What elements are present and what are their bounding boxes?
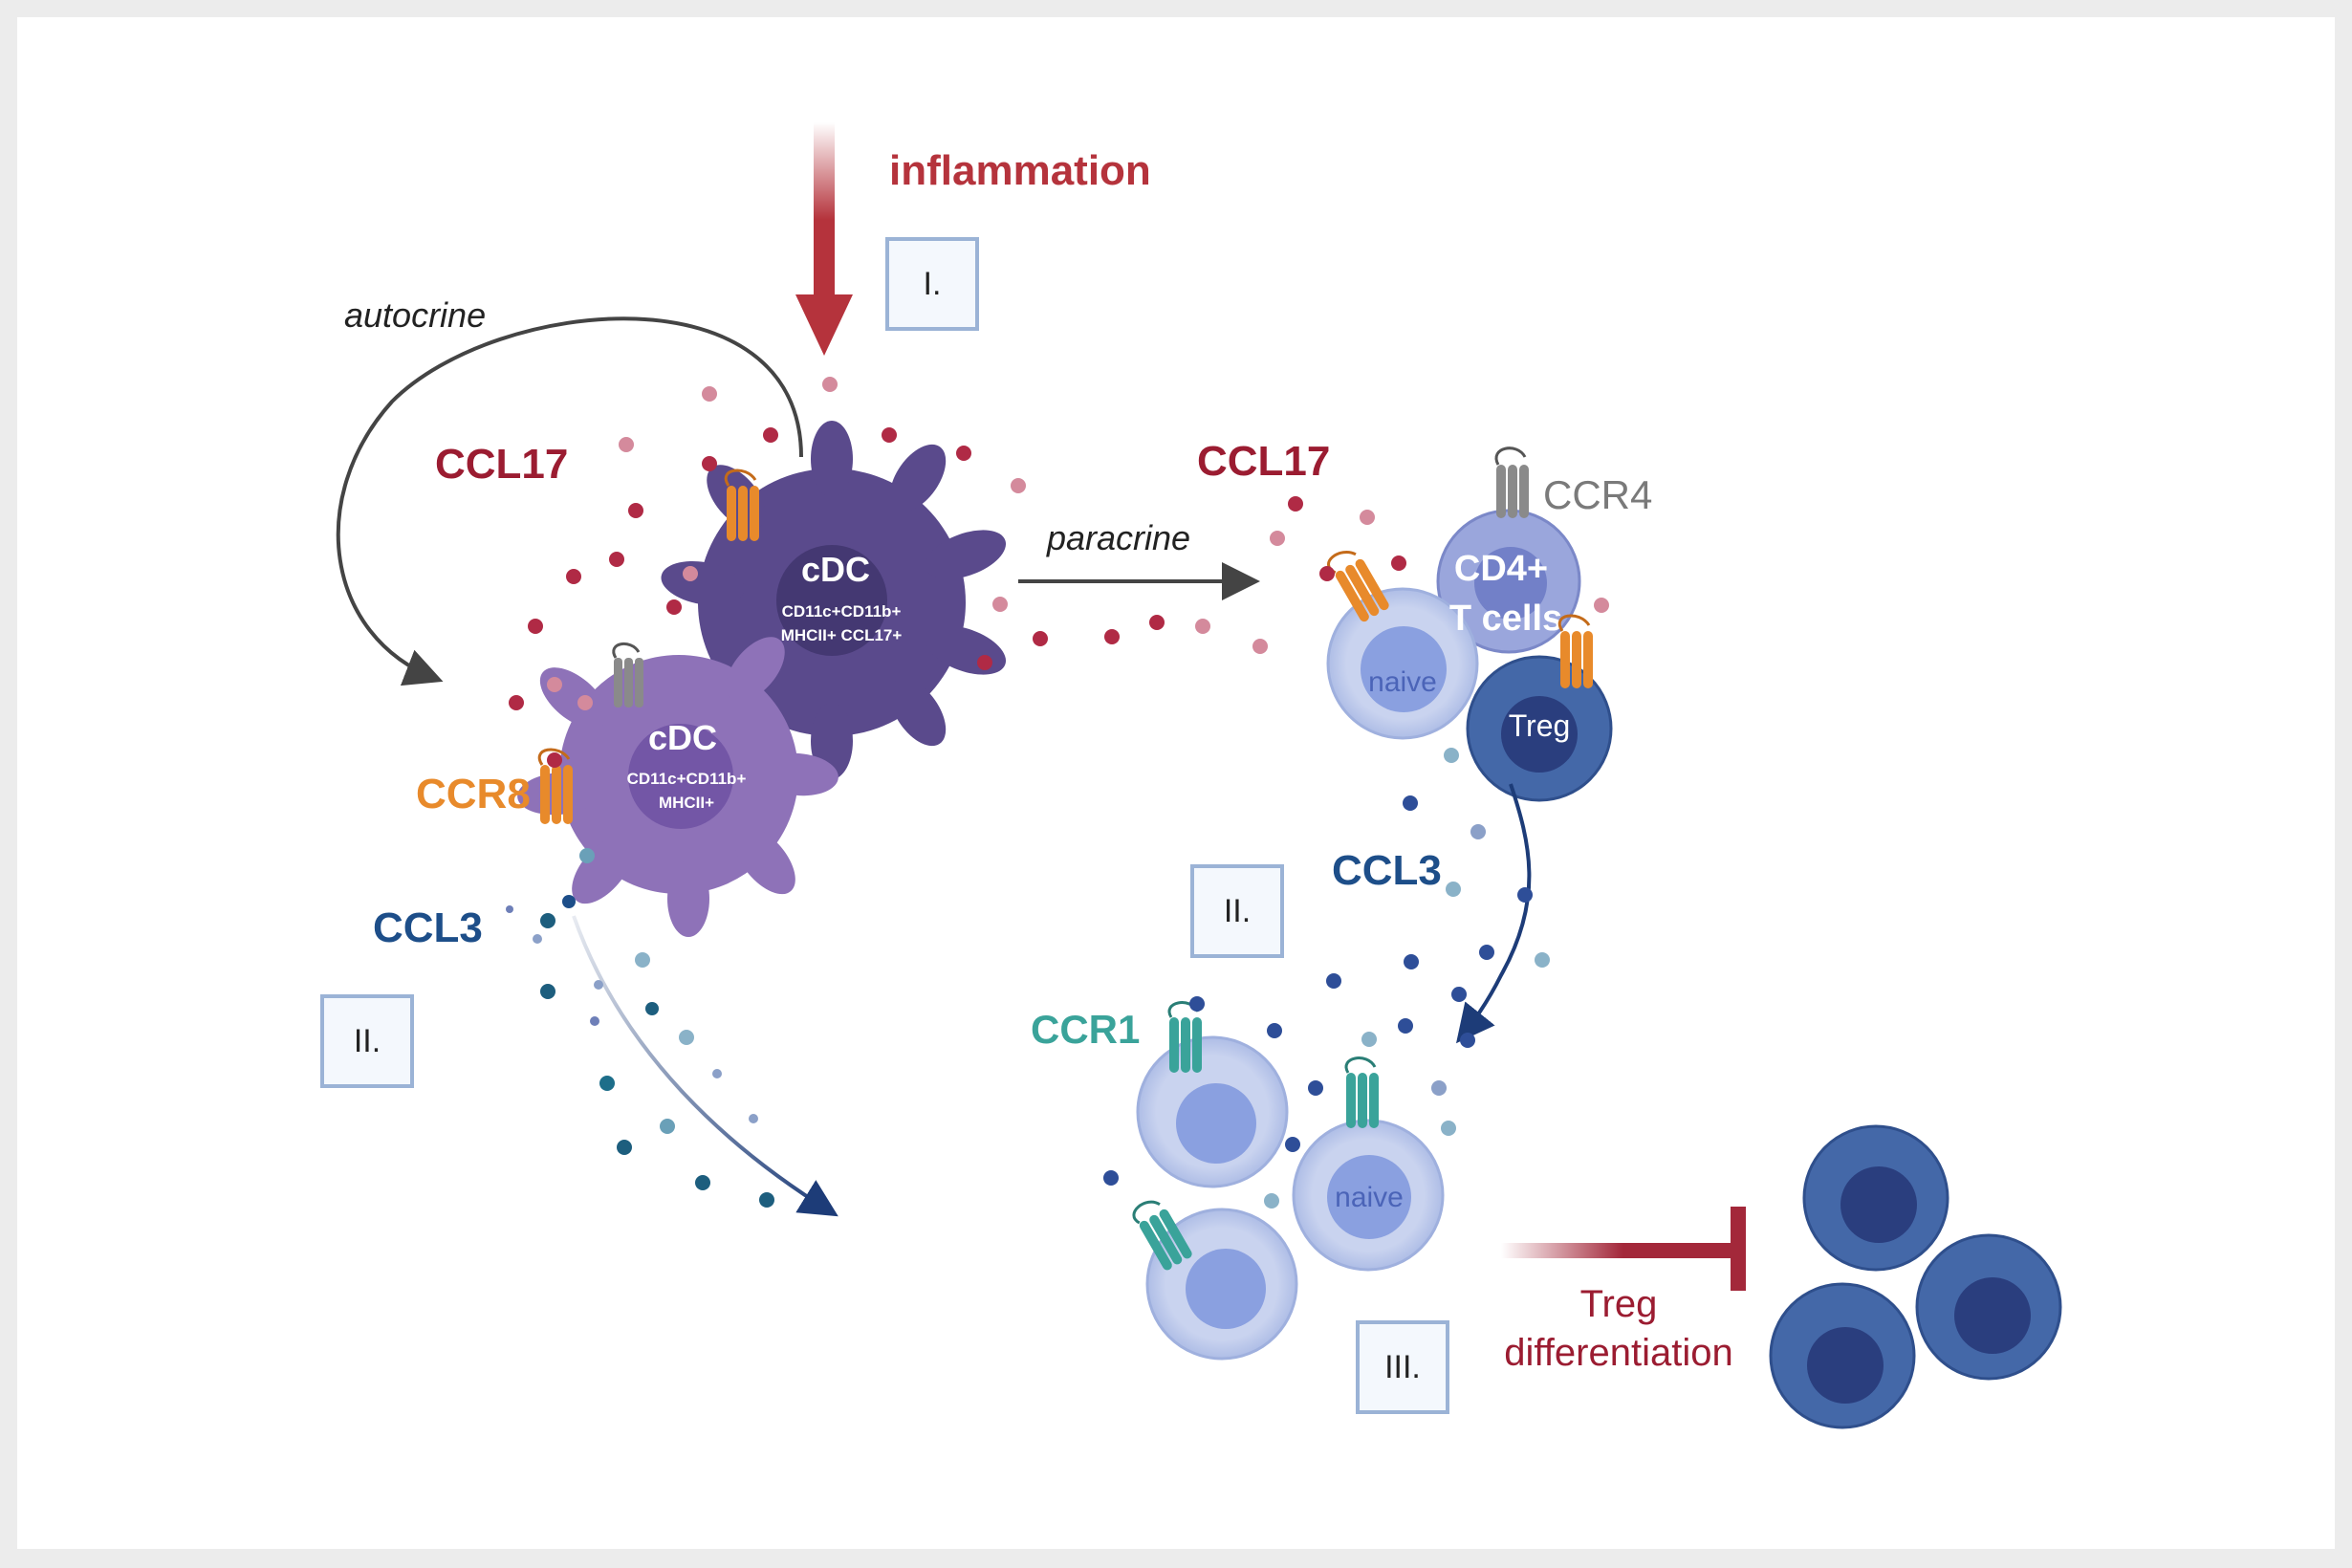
ccl3-dots-right bbox=[1103, 748, 1550, 1209]
ccl17-left-label: CCL17 bbox=[435, 441, 568, 488]
ccr4-label: CCR4 bbox=[1543, 472, 1652, 517]
inflammation-label: inflammation bbox=[889, 147, 1151, 194]
treg-cell-b bbox=[1915, 1233, 2062, 1381]
treg-cell-c bbox=[1769, 1282, 1916, 1429]
paracrine-label: paracrine bbox=[1046, 518, 1190, 557]
ccr4-receptor-icon-cdc bbox=[612, 642, 643, 708]
autocrine-label: autocrine bbox=[344, 295, 486, 335]
ccl3-right-label: CCL3 bbox=[1332, 847, 1442, 894]
ccr8-receptor-icon-bottom bbox=[537, 748, 573, 824]
cdc-top-markers-1: CD11c+CD11b+ bbox=[782, 602, 902, 621]
naive-bottom-label: naive bbox=[1335, 1182, 1404, 1213]
ccl3-right-arrow bbox=[1456, 783, 1532, 1044]
cd4-t-cell bbox=[1436, 509, 1581, 654]
step-2-right-label: II. bbox=[1224, 893, 1251, 929]
ccr8-receptor-icon-top bbox=[724, 468, 759, 541]
treg-cell: Treg bbox=[1466, 655, 1613, 802]
naive-top-label: naive bbox=[1368, 666, 1437, 698]
step-box-2-left: II. bbox=[320, 994, 414, 1088]
treg-label: Treg bbox=[1509, 708, 1571, 743]
ccr8-receptor-icon-treg bbox=[1557, 614, 1593, 688]
ccr8-label: CCR8 bbox=[416, 771, 531, 817]
naive-t-cell-top: naive bbox=[1326, 587, 1479, 740]
autocrine-arrow bbox=[336, 316, 803, 686]
cdc-bottom-markers-1: CD11c+CD11b+ bbox=[627, 770, 747, 788]
ccl3-dots-left bbox=[506, 848, 774, 1208]
ccl17-dots-right bbox=[1033, 496, 1609, 654]
cdc-cell-bottom: cDC CD11c+CD11b+ MHCII+ bbox=[517, 637, 838, 937]
treg-diff-label-2: differentiation bbox=[1504, 1332, 1732, 1374]
naive-cell-ccr1-a bbox=[1136, 1035, 1289, 1188]
ccr1-receptor-icon-c bbox=[1132, 1200, 1192, 1271]
naive-cell-ccr1-c: naive bbox=[1292, 1119, 1445, 1272]
cd4-label-line2: T cells bbox=[1449, 599, 1562, 639]
ccl17-bound-dot bbox=[1319, 566, 1335, 581]
inhibition-arrow bbox=[1501, 1207, 1746, 1291]
ccl3-bound-dot-a bbox=[1189, 996, 1205, 1012]
cdc-top-markers-2: MHCII+ CCL17+ bbox=[781, 626, 903, 644]
cdc-top-title: cDC bbox=[801, 550, 870, 589]
step-2-left-label: II. bbox=[354, 1023, 381, 1059]
ccl17-dots-left bbox=[509, 377, 1026, 768]
ccl3-left-arrow bbox=[572, 915, 838, 1217]
inflammation-arrow bbox=[795, 122, 853, 356]
cdc-bottom-title: cDC bbox=[648, 718, 717, 757]
step-box-2-right: II. bbox=[1190, 864, 1284, 958]
step-box-3: III. bbox=[1356, 1320, 1449, 1414]
ccr8-receptor-icon-naive bbox=[1327, 551, 1389, 622]
ccr4-receptor-icon bbox=[1494, 446, 1529, 518]
ccr1-receptor-icon-b bbox=[1344, 1056, 1379, 1128]
ccl3-left-label: CCL3 bbox=[373, 904, 483, 951]
ccl17-right-label: CCL17 bbox=[1197, 438, 1330, 485]
treg-cell-a bbox=[1802, 1124, 1949, 1272]
step-box-1: I. bbox=[885, 237, 979, 331]
ccr1-label: CCR1 bbox=[1031, 1007, 1140, 1052]
cdc-bottom-markers-2: MHCII+ bbox=[659, 794, 714, 812]
step-1-label: I. bbox=[924, 266, 942, 302]
treg-diff-label-1: Treg bbox=[1580, 1283, 1658, 1325]
cd4-label-line1: CD4+ bbox=[1454, 549, 1548, 589]
step-3-label: III. bbox=[1384, 1349, 1421, 1385]
